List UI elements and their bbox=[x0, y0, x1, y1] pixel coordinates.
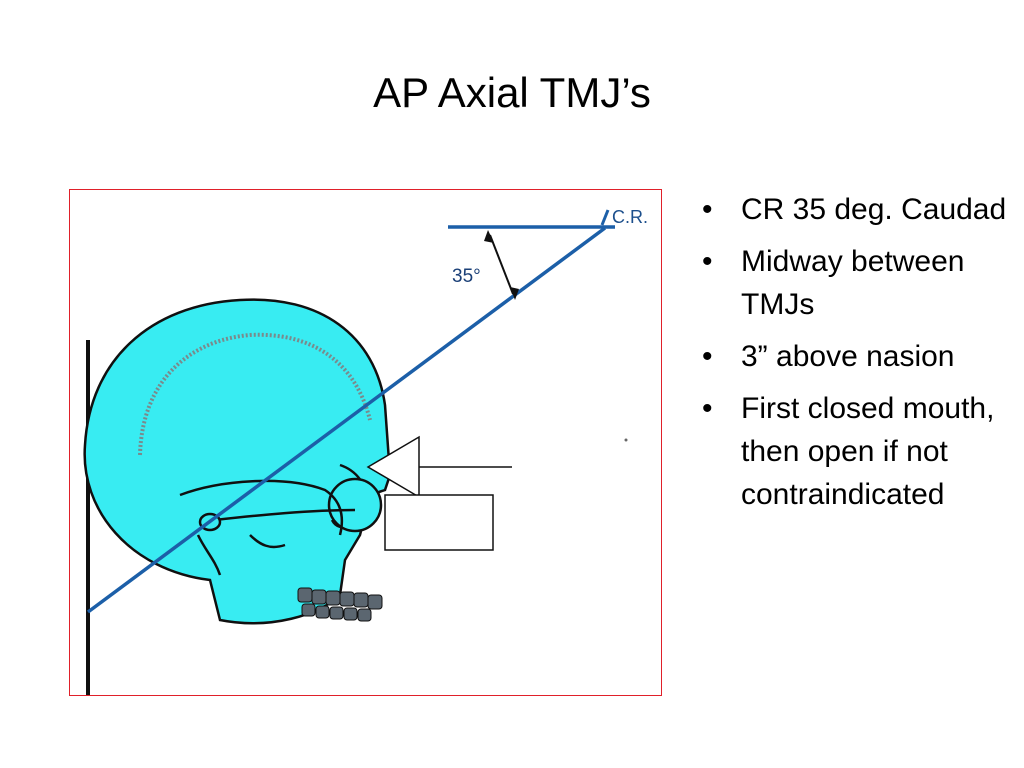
mastoid bbox=[196, 534, 222, 576]
angle-arrow bbox=[489, 234, 514, 295]
bullet-item: Midway between TMJs bbox=[700, 240, 1018, 326]
skull-diagram: C.R. 35° bbox=[69, 189, 662, 696]
bullet-item: 3” above nasion bbox=[700, 335, 1018, 378]
cr-label: C.R. bbox=[612, 207, 648, 227]
blank-label-box bbox=[384, 494, 494, 551]
orbit-circle bbox=[327, 477, 383, 533]
cr-tick bbox=[600, 209, 610, 226]
angle-arrow-head-bottom bbox=[510, 287, 519, 300]
skull-illustration: C.R. 35° bbox=[83, 207, 648, 695]
speck bbox=[624, 438, 628, 442]
inner-skull-contour bbox=[138, 332, 372, 456]
bullet-list: CR 35 deg. Caudad Midway between TMJs 3”… bbox=[700, 188, 1018, 525]
bullet-item: CR 35 deg. Caudad bbox=[700, 188, 1018, 231]
slide-title: AP Axial TMJ’s bbox=[373, 69, 651, 116]
bullet-item: First closed mouth, then open if not con… bbox=[700, 387, 1018, 516]
cranium bbox=[83, 298, 392, 625]
temporal-line bbox=[179, 479, 344, 536]
central-ray-beam bbox=[86, 226, 607, 614]
angle-label: 35° bbox=[452, 266, 481, 287]
angle-arrow-head-top bbox=[484, 230, 494, 243]
styloid-notch bbox=[249, 534, 286, 549]
teeth bbox=[297, 587, 383, 622]
